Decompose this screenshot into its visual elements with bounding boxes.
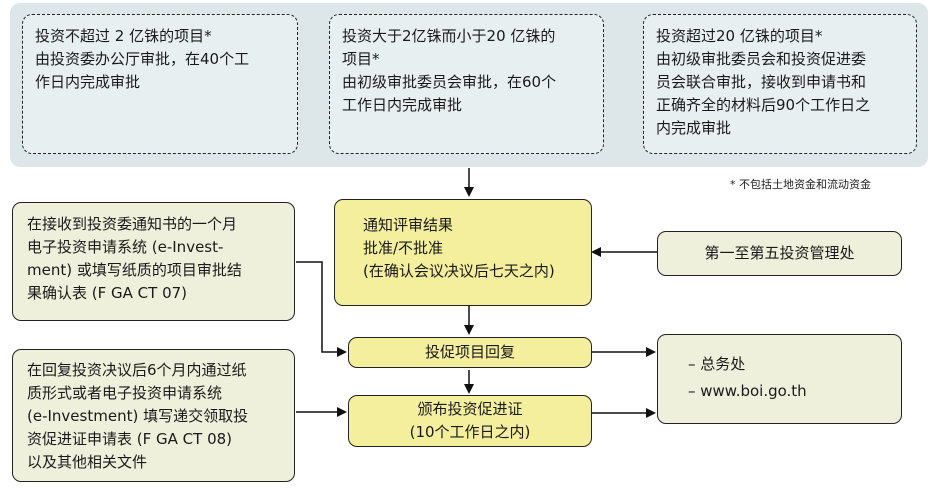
- notify-result-box: 通知评审结果 批准/不批准 (在确认会议决议后七天之内): [334, 199, 592, 306]
- tier-line: 员会联合审批，接收到申请书和: [656, 73, 867, 91]
- tier-line: 内完成审批: [656, 119, 732, 137]
- tier-line: 项目*: [342, 50, 380, 68]
- certificate-line: (10个工作日之内): [409, 423, 531, 441]
- tier-under-200m: 投资不超过 2 亿铢的项目* 由投资委办公厅审批，在40个工 作日内完成审批: [22, 14, 298, 154]
- reply-instruction-line: 在接收到投资委通知书的一个月: [27, 215, 238, 233]
- certificate-instruction-line: 资促进证申请表 (F GA CT 08): [27, 430, 233, 448]
- tier-heading: 投资超过20 亿铢的项目*: [656, 27, 823, 45]
- certificate-line: 颁布投资促进证: [417, 400, 523, 418]
- project-reply-label: 投促项目回复: [424, 343, 515, 361]
- investment-divisions-box: 第一至第五投资管理处: [657, 231, 902, 276]
- certificate-instruction-line: 在回复投资决议后6个月内通过纸: [27, 361, 247, 379]
- reply-instruction-line: 电子投资申请系统 (e-Invest-: [27, 238, 224, 256]
- notify-line: (在确认会议决议后七天之内): [363, 262, 555, 280]
- tier-200m-to-2b: 投资大于2亿铢而小于20 亿铢的 项目* 由初级审批委员会审批，在60个 工作日…: [329, 14, 604, 154]
- reply-instruction-line: ment) 或填写纸质的项目审批结: [27, 261, 242, 279]
- certificate-instruction-line: (e-Investment) 填写递交领取投: [27, 407, 249, 425]
- tier-line: 作日内完成审批: [35, 73, 141, 91]
- tier-line: 工作日内完成审批: [342, 96, 463, 114]
- tier-line: 由初级审批委员会和投资促进委: [656, 50, 867, 68]
- certificate-instruction-box: 在回复投资决议后6个月内通过纸 质形式或者电子投资申请系统 (e-Investm…: [12, 349, 295, 482]
- certificate-instruction-line: 质形式或者电子投资申请系统: [27, 384, 223, 402]
- certificate-instruction-line: 以及其他相关文件: [27, 453, 148, 471]
- contact-line: – www.boi.go.th: [688, 382, 807, 400]
- tier-line: 正确齐全的材料后90个工作日之: [656, 96, 871, 114]
- reply-instruction-box: 在接收到投资委通知书的一个月 电子投资申请系统 (e-Invest- ment)…: [12, 202, 295, 321]
- footnote: * 不包括土地资金和流动资金: [730, 178, 871, 191]
- project-reply-box: 投促项目回复: [348, 337, 592, 368]
- notify-line: 通知评审结果: [363, 216, 454, 234]
- contact-line: – 总务处: [688, 355, 746, 373]
- tier-over-2b: 投资超过20 亿铢的项目* 由初级审批委员会和投资促进委 员会联合审批，接收到申…: [643, 14, 917, 154]
- reply-instruction-line: 果确认表 (F GA CT 07): [27, 284, 188, 302]
- divisions-label: 第一至第五投资管理处: [704, 244, 855, 262]
- tier-heading: 投资不超过 2 亿铢的项目*: [35, 27, 212, 45]
- arrow-reply-instruction-to-reply: [296, 261, 347, 357]
- contact-box: – 总务处 – www.boi.go.th: [657, 334, 902, 424]
- issue-certificate-box: 颁布投资促进证 (10个工作日之内): [348, 395, 592, 447]
- tier-heading: 投资大于2亿铢而小于20 亿铢的: [342, 27, 556, 45]
- notify-line: 批准/不批准: [363, 239, 444, 257]
- tier-line: 由投资委办公厅审批，在40个工: [35, 50, 250, 68]
- tier-line: 由初级审批委员会审批，在60个: [342, 73, 557, 91]
